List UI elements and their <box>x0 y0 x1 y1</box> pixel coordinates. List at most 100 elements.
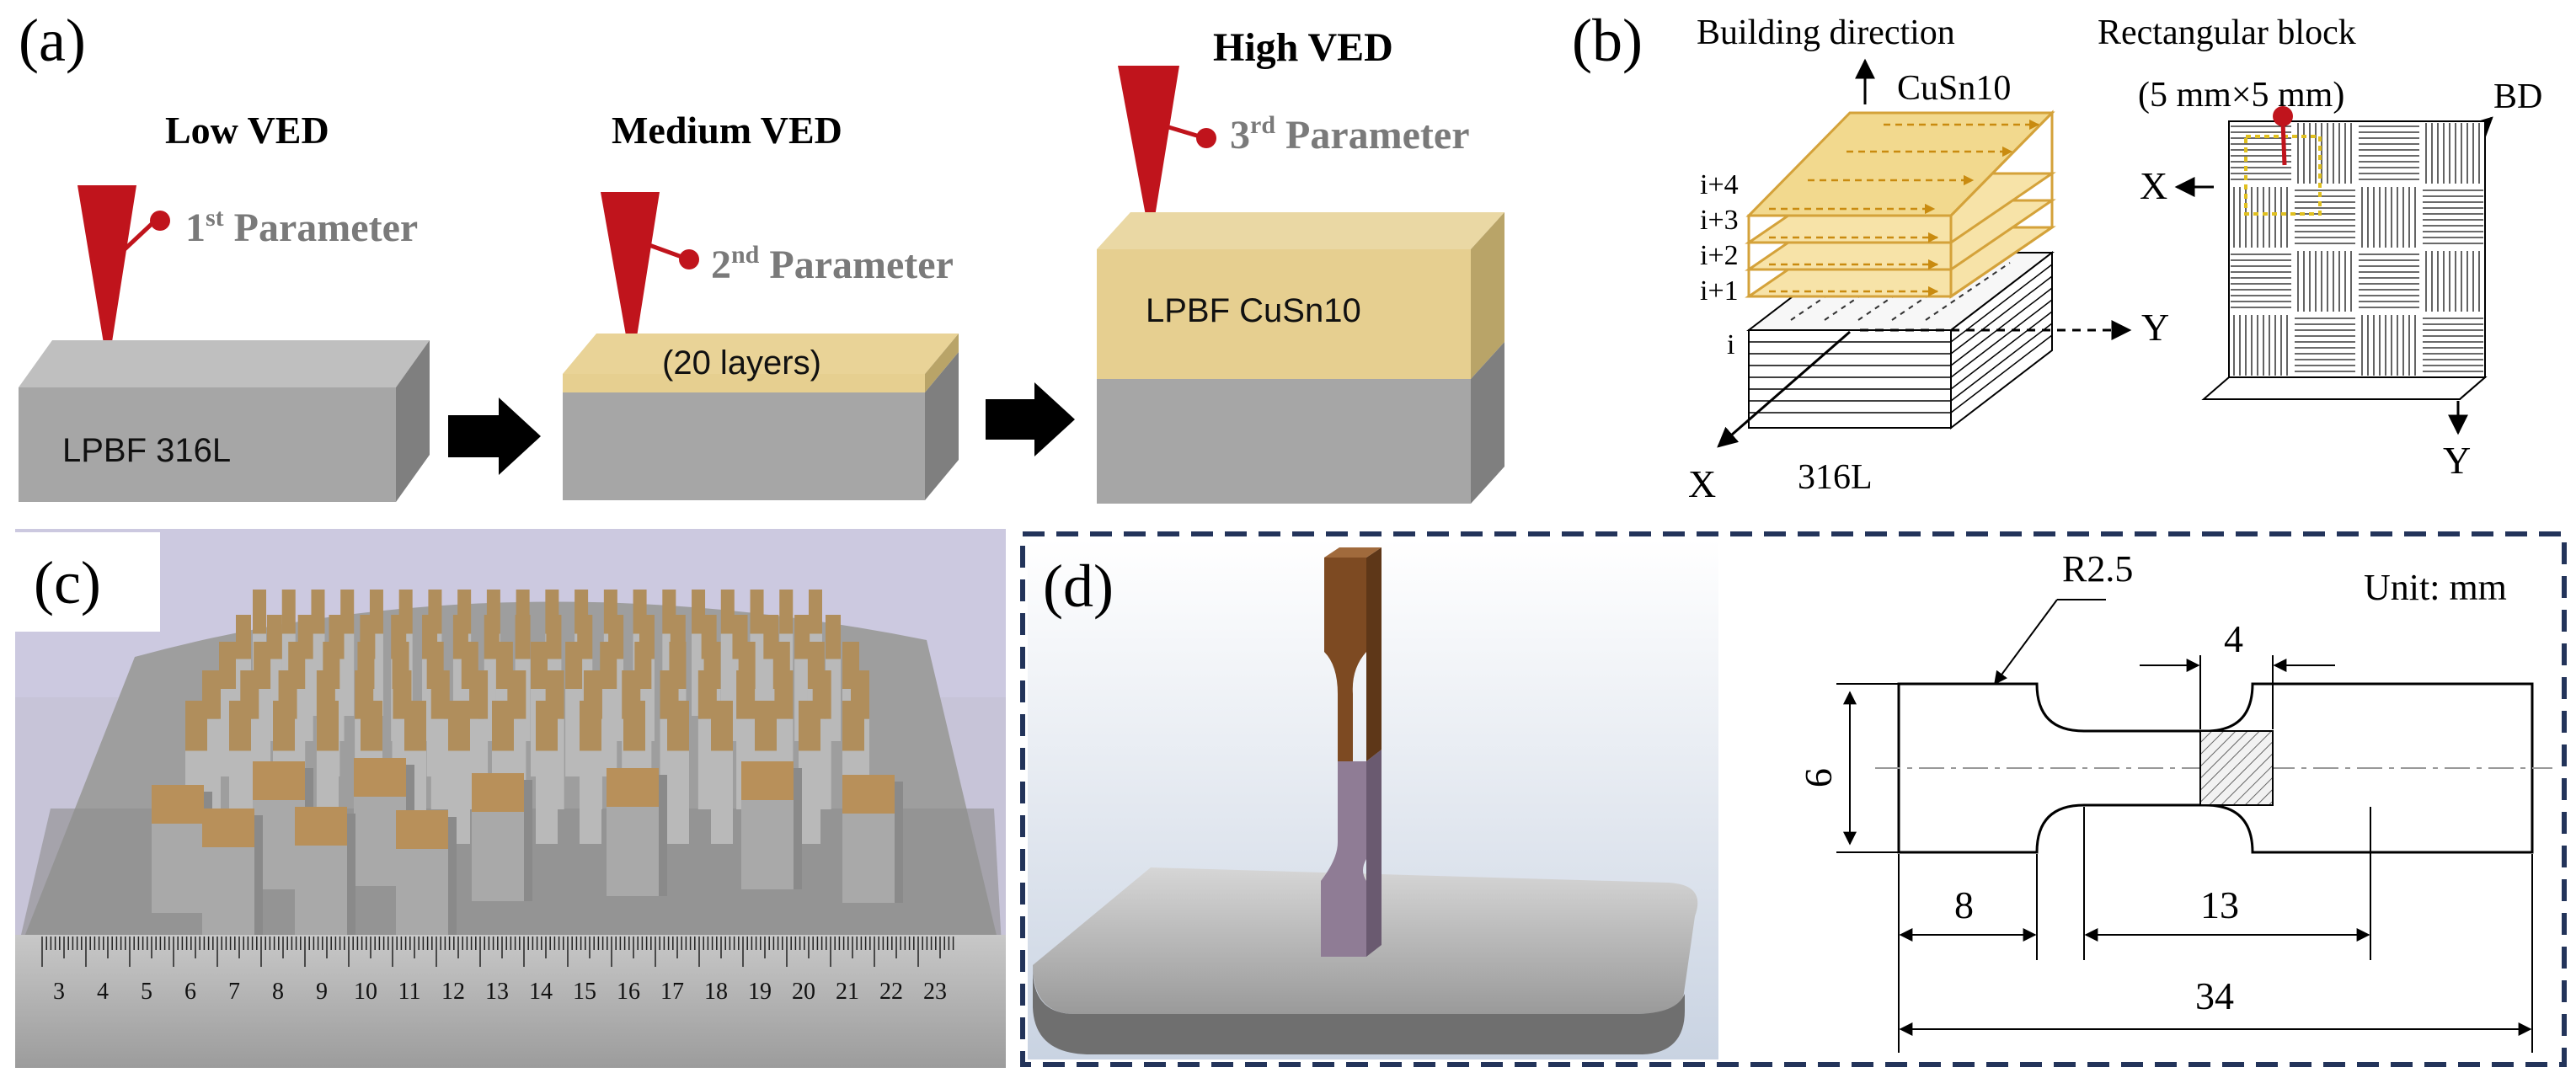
step-arrow-2 <box>986 382 1075 456</box>
pillar-cusn10 <box>430 670 450 719</box>
ruler-number: 9 <box>316 979 328 1005</box>
pillar-cusn10 <box>266 615 282 659</box>
param-dot-1 <box>150 211 170 231</box>
param-dot-3 <box>1196 128 1216 148</box>
axis-x-label-right: X <box>2140 164 2167 207</box>
medium-ved-title: Medium VED <box>612 109 842 152</box>
param-pointer-1 <box>123 222 153 251</box>
medium-gray-side <box>925 352 959 500</box>
bd-label: BD <box>2493 77 2542 116</box>
tensile-3d-render <box>1033 547 1698 1054</box>
big-pillar-cusn10 <box>202 808 254 847</box>
pillar-cusn10 <box>546 615 562 659</box>
ruler-number: 22 <box>879 979 903 1005</box>
radius-leader-diag <box>1994 599 2058 686</box>
big-pillar-cusn10 <box>295 807 347 846</box>
panel-d-label: (d) <box>1043 552 1114 620</box>
ruler-number: 7 <box>228 979 240 1005</box>
specimen-outline <box>1897 682 2534 854</box>
big-pillar-side <box>347 814 355 935</box>
dim-4-label: 4 <box>2224 617 2243 660</box>
pillar-cusn10 <box>536 701 558 751</box>
pillar-316l <box>799 750 820 844</box>
dimension-labels: Unit: mm R2.5 4 9 8 13 34 <box>1798 548 2507 1017</box>
high-gray-side <box>1471 342 1504 504</box>
specimen-316l-side <box>1366 750 1382 957</box>
big-pillar-side <box>448 817 457 938</box>
pillar-316l <box>711 750 733 844</box>
pillar-cusn10 <box>469 670 489 719</box>
ruler-number: 15 <box>573 979 596 1005</box>
gauge-hatch <box>2199 730 2274 806</box>
pillar-cusn10 <box>492 701 514 751</box>
pillar-cusn10 <box>711 701 733 751</box>
big-pillar-cusn10 <box>396 810 448 849</box>
layer-label-1: i+3 <box>1700 205 1739 236</box>
pillar-cusn10 <box>273 701 295 751</box>
low-ved-group: Low VED 1st Parameter LPBF 316L <box>19 109 430 502</box>
big-pillar-cusn10 <box>152 785 204 824</box>
pillar-cusn10 <box>484 615 500 659</box>
big-pillar-side <box>794 768 802 889</box>
low-block-label: LPBF 316L <box>62 432 231 469</box>
pillar-316l <box>580 750 601 844</box>
tensile-drawing <box>1836 599 2552 1053</box>
param-label-1: 1st Parameter <box>185 204 418 250</box>
param-label-3: 3rd Parameter <box>1230 111 1470 157</box>
base-side-face <box>1950 250 2053 430</box>
axis-x-label-left: X <box>1688 462 1716 505</box>
ruler-number: 12 <box>441 979 465 1005</box>
pillar-316l <box>720 633 735 716</box>
panel-d: (d) <box>1020 531 2567 1067</box>
pillar-cusn10 <box>755 701 777 751</box>
pillar-cusn10 <box>667 701 689 751</box>
medium-layers-label: (20 layers) <box>662 344 821 382</box>
cusn10-layer-stack <box>1745 109 2056 299</box>
pillar-316l <box>600 689 617 776</box>
building-direction-label: Building direction <box>1697 13 1955 52</box>
pillar-316l <box>536 750 558 844</box>
ruler-number: 10 <box>354 979 377 1005</box>
big-pillar-cusn10 <box>472 773 524 812</box>
pillar-cusn10 <box>219 642 236 689</box>
rect-pointer-dot <box>2273 106 2293 126</box>
high-gold-front <box>1097 249 1471 379</box>
rect-block-view <box>2201 106 2488 400</box>
big-pillar-316l <box>842 814 895 903</box>
pillar-cusn10 <box>750 590 764 634</box>
ruler-number: 5 <box>141 979 152 1005</box>
pillar-cusn10 <box>253 590 266 634</box>
ruler-number: 11 <box>398 979 421 1005</box>
big-pillar-side <box>524 780 532 901</box>
specimen-cusn10-part <box>1324 558 1366 761</box>
big-pillar-316l <box>295 846 347 935</box>
sample-pillars <box>152 590 903 938</box>
pillar-cusn10 <box>531 642 548 689</box>
pillar-cusn10 <box>826 615 841 659</box>
ruler-number: 8 <box>272 979 284 1005</box>
pillar-cusn10 <box>736 670 756 719</box>
specimen-cusn10-side <box>1366 547 1382 761</box>
panel-a: (a) Low VED 1st Parameter LPBF 316L Medi… <box>19 7 1504 504</box>
big-pillar-316l <box>472 812 524 901</box>
radius-label: R2.5 <box>2062 548 2133 590</box>
high-ved-group: High VED 3rd Parameter LPBF CuSn10 <box>1097 25 1504 504</box>
ruler-number: 6 <box>184 979 196 1005</box>
high-gold-side <box>1471 212 1504 379</box>
step-arrow-1 <box>448 398 541 475</box>
ruler-number: 18 <box>704 979 728 1005</box>
checker-grid <box>2231 123 2483 376</box>
big-pillar-316l <box>741 800 794 889</box>
layer-index-labels: i+4 i+3 i+2 i+1 i <box>1700 169 1739 360</box>
pillar-cusn10 <box>774 670 794 719</box>
rect-pointer <box>2280 120 2287 166</box>
panel-c-label: (c) <box>34 549 101 616</box>
pillar-cusn10 <box>281 590 296 634</box>
pillar-cusn10 <box>600 642 617 689</box>
ruler-number: 21 <box>836 979 859 1005</box>
param-pointer-2 <box>646 242 685 260</box>
layer-label-4: i <box>1727 329 1734 360</box>
